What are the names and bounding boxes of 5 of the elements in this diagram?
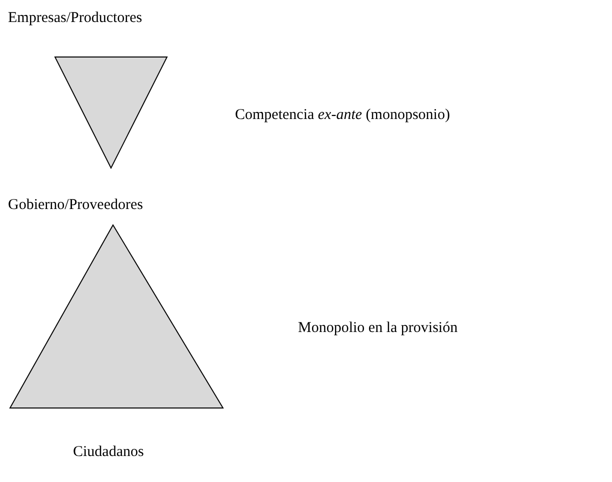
middle-label: Gobierno/Proveedores — [8, 196, 143, 214]
top-label: Empresas/Productores — [8, 9, 142, 27]
bottom-label: Ciudadanos — [73, 443, 144, 461]
relation-label: Monopolio en la provisión — [298, 319, 458, 337]
relation-label: Competencia ex-ante (monopsonio) — [235, 106, 450, 124]
